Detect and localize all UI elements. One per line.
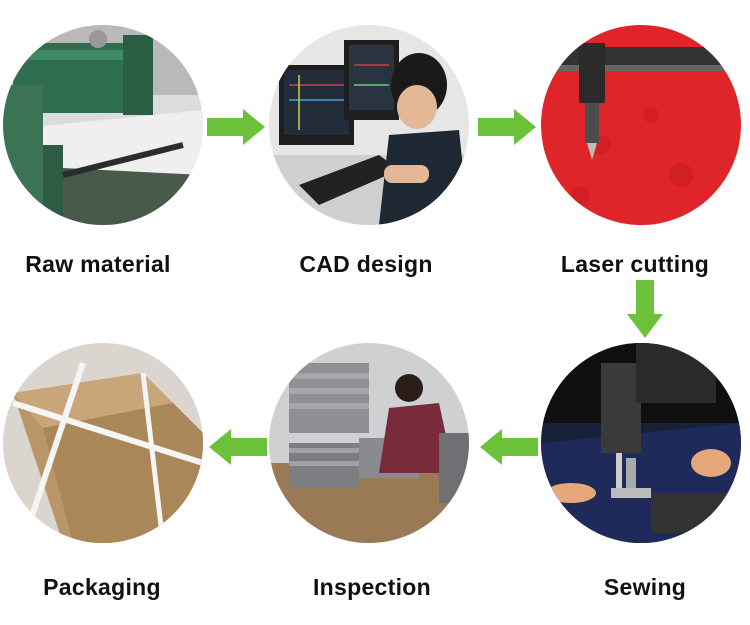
inspection-photo	[269, 343, 469, 543]
step-label-inspection: Inspection	[312, 574, 431, 600]
step-label-raw-material: Raw material	[25, 251, 171, 277]
arrow-left-icon	[209, 429, 267, 465]
laser-cutting-photo	[541, 25, 741, 225]
arrow-down-icon	[627, 280, 663, 338]
sewing-photo	[541, 343, 741, 543]
step-label-laser-cutting: Laser cutting	[560, 251, 710, 277]
cad-design-photo	[269, 25, 469, 225]
arrow-right-icon	[478, 109, 536, 145]
packaging-photo	[3, 343, 203, 543]
step-label-sewing: Sewing	[603, 574, 687, 600]
step-label-packaging: Packaging	[43, 574, 161, 600]
raw-material-photo	[3, 25, 203, 225]
arrow-left-icon	[480, 429, 538, 465]
step-label-cad-design: CAD design	[299, 251, 433, 277]
arrow-right-icon	[207, 109, 265, 145]
